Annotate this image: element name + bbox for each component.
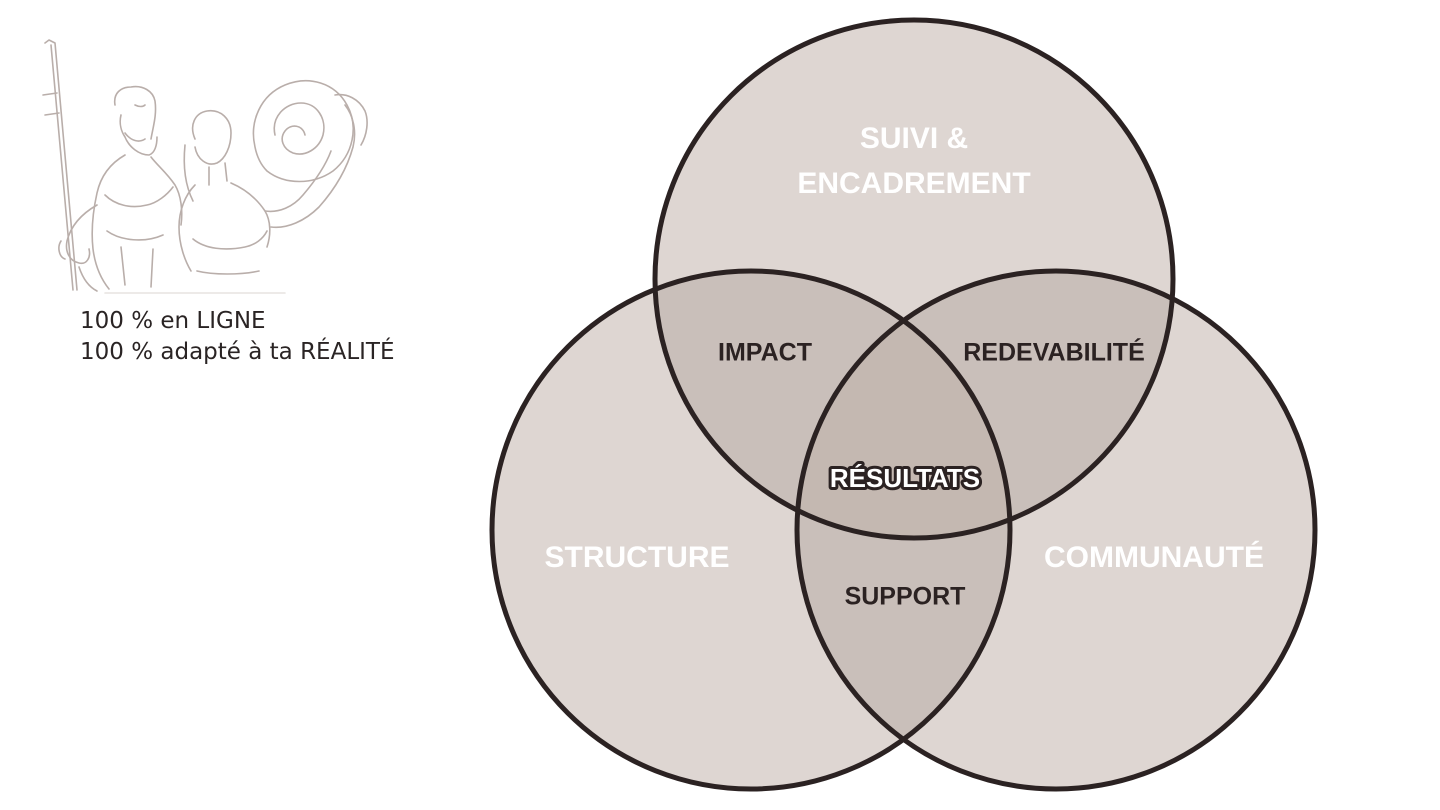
set-label-left: STRUCTURE [545,541,730,574]
intersection-label-top-right: REDEVABILITÉ [963,338,1145,367]
tagline: 100 % en LIGNE 100 % adapté à ta RÉALITÉ [80,306,395,368]
tagline-line-2: 100 % adapté à ta RÉALITÉ [80,339,395,365]
intersection-label-top-left: IMPACT [718,339,812,367]
set-label-top-line-1: SUIVI & [860,122,968,155]
circle-outline-top [652,17,1176,541]
tagline-line-1: 100 % en LIGNE [80,308,266,334]
intersection-label-bottom: SUPPORT [845,583,966,611]
intersection-label-center: RÉSULTATS [830,463,980,493]
athletes-line-art-illustration [42,39,368,294]
set-label-right: COMMUNAUTÉ [1044,540,1264,574]
circle-outline-left [489,268,1013,792]
circle-outline-right [794,268,1318,792]
set-label-top-line-2: ENCADREMENT [797,167,1030,200]
overlap-center [797,271,1010,538]
